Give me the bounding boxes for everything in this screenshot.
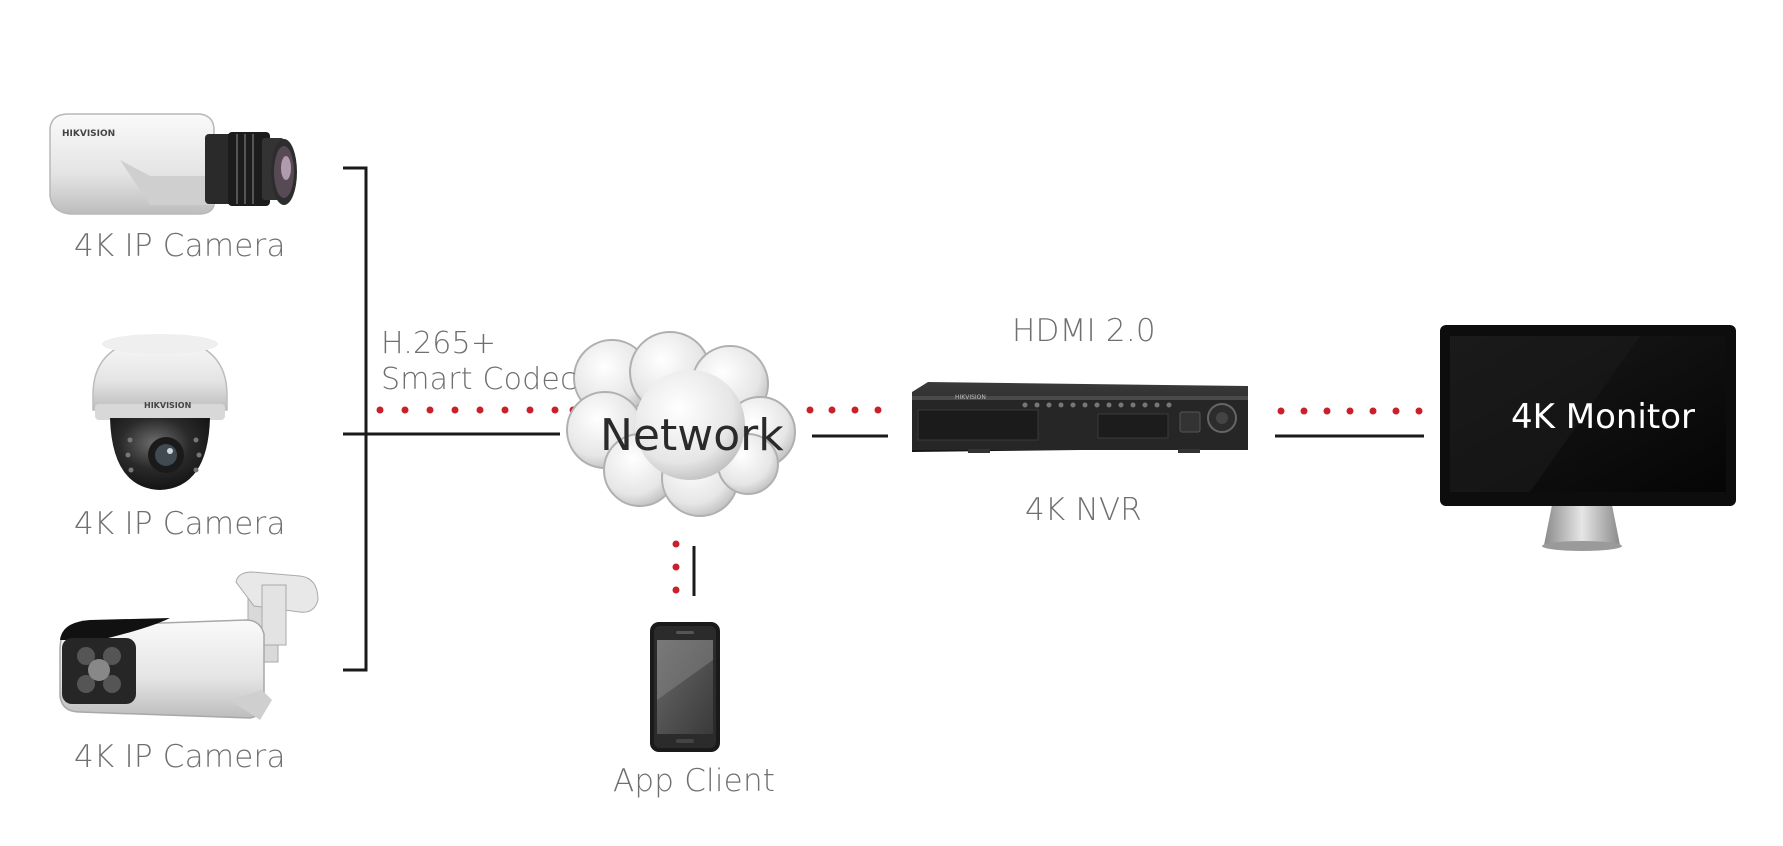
dotted-link-network-nvr bbox=[806, 406, 882, 414]
app-client-label: App Client bbox=[613, 763, 776, 799]
monitor-label: 4K Monitor bbox=[1511, 397, 1695, 437]
nvr-brand-logo: HIKVISION bbox=[955, 394, 986, 401]
camera-label-2: 4K IP Camera bbox=[74, 506, 286, 542]
dotted-link-network-app bbox=[672, 540, 680, 594]
smartphone-icon bbox=[650, 622, 720, 752]
nvr-label: 4K NVR bbox=[1025, 492, 1143, 528]
camera-label-3: 4K IP Camera bbox=[74, 739, 286, 775]
hdmi-label: HDMI 2.0 bbox=[1012, 313, 1156, 349]
dotted-link-nvr-monitor bbox=[1277, 407, 1423, 415]
codec-label-line1: H.265+ bbox=[381, 326, 497, 361]
codec-label-line2: Smart Codec bbox=[381, 362, 577, 397]
camera-label-1: 4K IP Camera bbox=[74, 228, 286, 264]
network-label: Network bbox=[600, 410, 784, 461]
network-cloud-icon bbox=[566, 331, 796, 517]
camera-brand-logo: HIKVISION bbox=[144, 401, 191, 410]
bullet-camera-icon bbox=[59, 571, 319, 720]
dotted-link-cameras-network bbox=[376, 406, 577, 414]
nvr-device-icon: HIKVISION bbox=[912, 382, 1248, 453]
dome-camera-icon: HIKVISION bbox=[92, 334, 228, 490]
box-camera-icon: HIKVISION bbox=[49, 113, 297, 215]
camera-bracket bbox=[343, 166, 560, 672]
camera-brand-logo: HIKVISION bbox=[62, 129, 115, 139]
monitor-icon bbox=[1440, 325, 1736, 551]
